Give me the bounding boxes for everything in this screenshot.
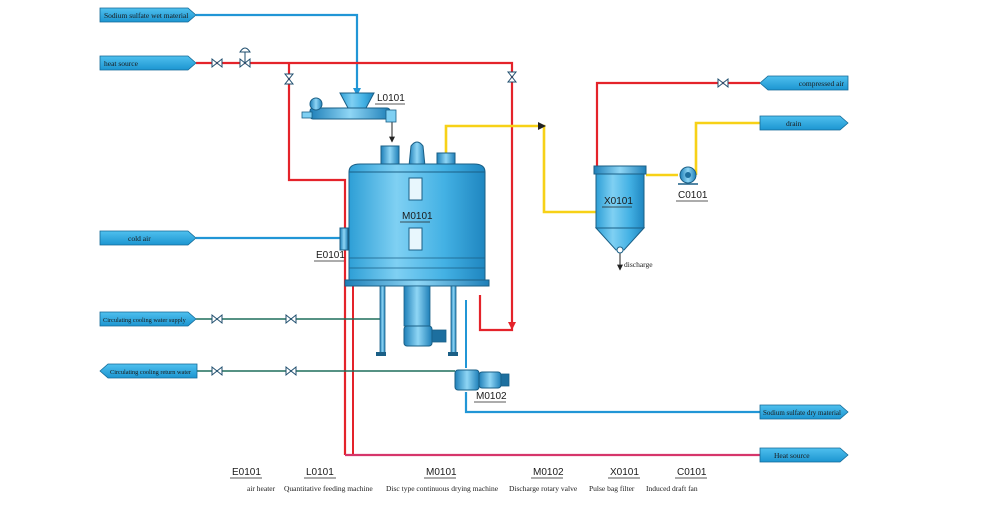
valves — [211, 47, 729, 377]
stream-tags: Sodium sulfate wet material heat source … — [99, 7, 849, 463]
tag-heat-source-in: heat source — [99, 55, 197, 71]
valve-cw-supply-2 — [285, 313, 297, 325]
svg-text:Quantitative feeding machine: Quantitative feeding machine — [284, 484, 373, 493]
svg-text:L0101: L0101 — [306, 467, 334, 478]
tag-dry-material: Sodium sulfate dry material — [759, 404, 849, 420]
svg-text:M0101: M0101 — [426, 467, 457, 478]
svg-text:compressed air: compressed air — [799, 79, 845, 88]
svg-text:Induced draft fan: Induced draft fan — [646, 484, 698, 493]
valve-heat-branch — [283, 73, 295, 85]
legend: E0101 air heater L0101 Quantitative feed… — [230, 467, 707, 493]
valve-cw-return-1 — [211, 365, 223, 377]
valve-heat-main — [211, 57, 223, 69]
svg-text:X0101: X0101 — [610, 467, 639, 478]
tag-wet-material: Sodium sulfate wet material — [99, 7, 197, 23]
svg-text:air heater: air heater — [247, 484, 276, 493]
legend-item-M0102: M0102 Discharge rotary valve — [509, 467, 578, 493]
label-E0101: E0101 — [316, 250, 345, 261]
legend-item-L0101: L0101 Quantitative feeding machine — [284, 467, 373, 493]
svg-text:heat source: heat source — [104, 59, 139, 68]
label-M0102: M0102 — [476, 391, 507, 402]
air-heater-E0101 — [339, 227, 349, 251]
label-discharge: discharge — [624, 260, 653, 269]
dryer-M0101 — [344, 141, 490, 356]
svg-text:Pulse bag filter: Pulse bag filter — [589, 484, 635, 493]
control-valve-heat — [239, 47, 251, 69]
pipe-lines — [196, 13, 760, 457]
equipment-labels: L0101 M0101 E0101 X0101 C0101 M0102 disc… — [314, 93, 708, 403]
pipe-dry-material — [464, 392, 760, 414]
svg-text:Sodium sulfate dry material: Sodium sulfate dry material — [763, 409, 841, 417]
svg-text:Circulating cooling water supp: Circulating cooling water supply — [103, 317, 187, 324]
bag-filter-X0101 — [593, 165, 647, 254]
flow-arrows — [353, 88, 546, 330]
tag-heat-source-out: Heat source — [759, 447, 849, 463]
tag-compressed-air: compressed air — [759, 75, 849, 91]
svg-text:C0101: C0101 — [677, 467, 707, 478]
svg-text:M0102: M0102 — [533, 467, 564, 478]
svg-text:E0101: E0101 — [232, 467, 261, 478]
svg-text:Sodium sulfate wet material: Sodium sulfate wet material — [104, 11, 188, 20]
legend-item-M0101: M0101 Disc type continuous drying machin… — [386, 467, 499, 493]
svg-text:Heat source: Heat source — [774, 451, 810, 460]
fan-C0101 — [678, 166, 698, 185]
tag-cw-supply: Circulating cooling water supply — [99, 311, 197, 327]
label-L0101: L0101 — [377, 93, 405, 104]
valve-compressed-air — [717, 77, 729, 89]
label-M0101: M0101 — [402, 211, 433, 222]
legend-item-C0101: C0101 Induced draft fan — [646, 467, 707, 493]
legend-item-E0101: E0101 air heater — [230, 467, 276, 493]
label-C0101: C0101 — [678, 190, 708, 201]
svg-text:Circulating cooling return wat: Circulating cooling return water — [110, 369, 192, 376]
pipe-drain — [646, 121, 760, 177]
pipe-wet-material — [196, 13, 359, 88]
pipe-compressed-air — [595, 81, 760, 166]
valve-heat-right — [506, 71, 518, 83]
svg-text:Discharge rotary valve: Discharge rotary valve — [509, 484, 578, 493]
tag-cw-return: Circulating cooling return water — [99, 363, 198, 379]
label-X0101: X0101 — [604, 196, 633, 207]
feeder-L0101 — [301, 92, 397, 123]
tag-cold-air: cold air — [99, 230, 197, 246]
legend-item-X0101: X0101 Pulse bag filter — [589, 467, 640, 493]
svg-text:Disc type continuous drying ma: Disc type continuous drying machine — [386, 484, 499, 493]
pipe-heat-branch — [287, 63, 347, 455]
svg-text:cold air: cold air — [128, 234, 151, 243]
rotary-valve-M0102 — [454, 369, 510, 391]
valve-cw-supply-1 — [211, 313, 223, 325]
tag-drain: drain — [759, 115, 849, 131]
svg-text:drain: drain — [786, 119, 802, 128]
valve-cw-return-2 — [285, 365, 297, 377]
